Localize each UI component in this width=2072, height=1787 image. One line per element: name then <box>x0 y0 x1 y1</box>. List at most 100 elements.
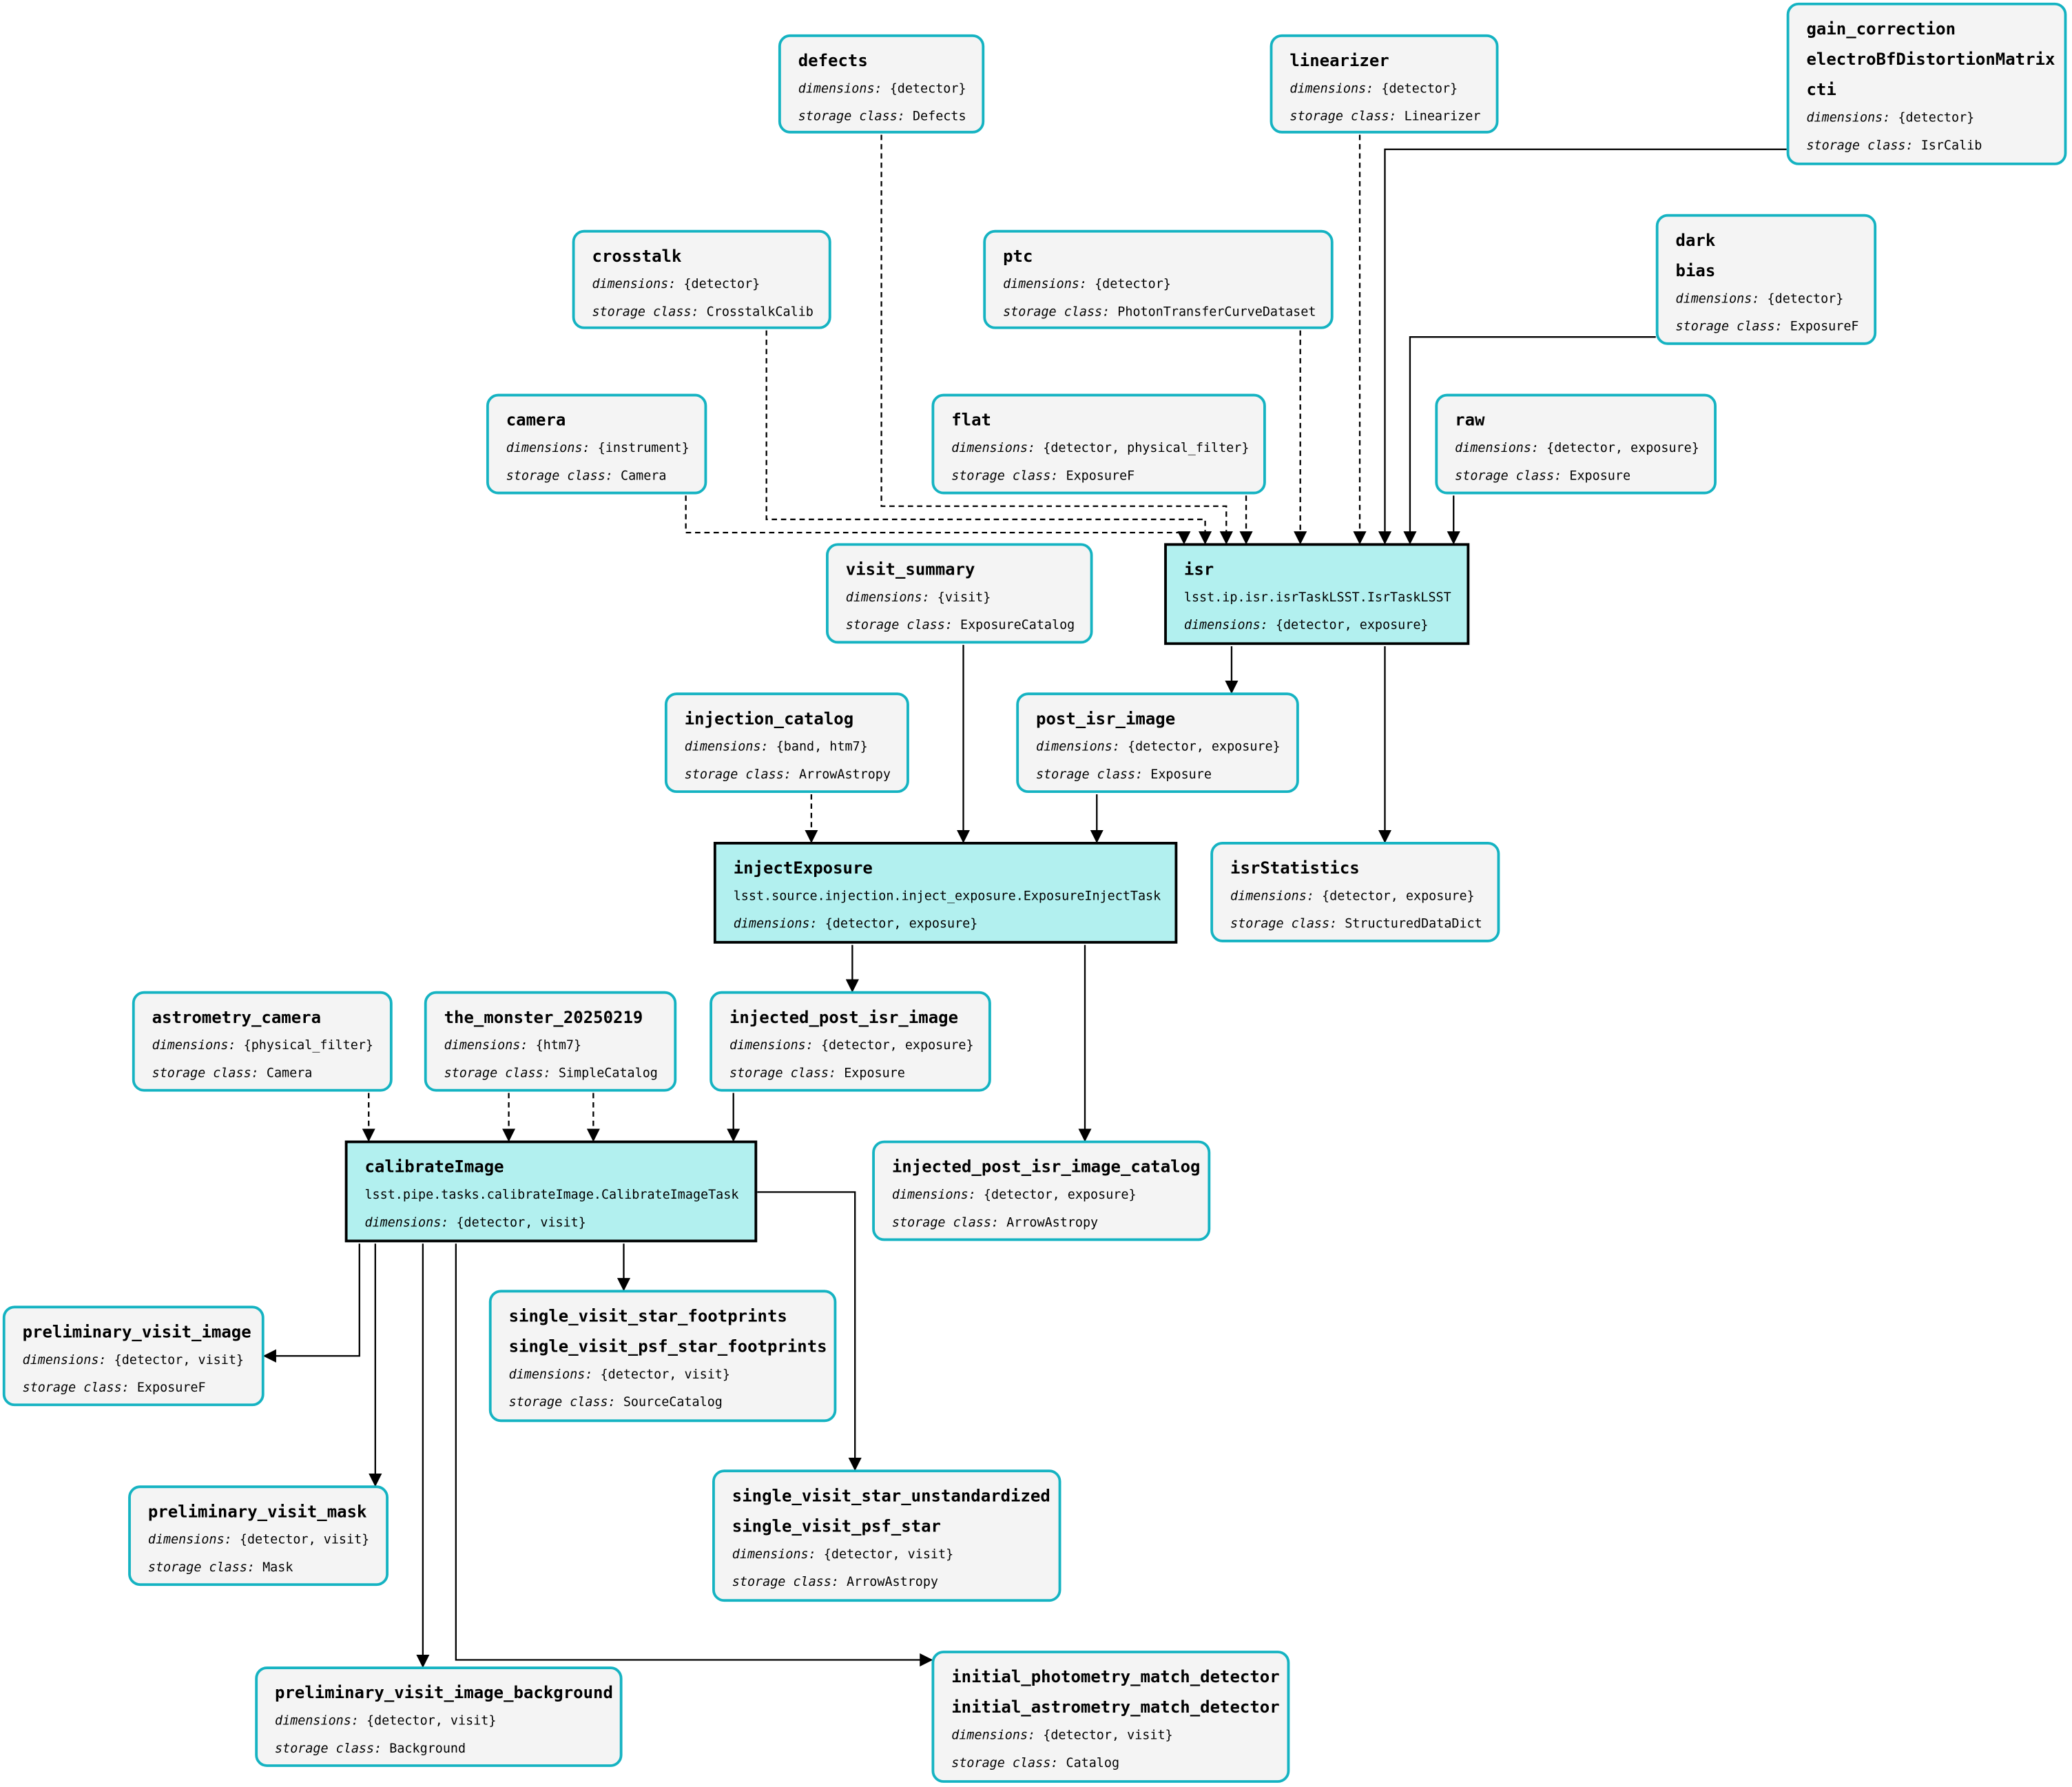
dimensions-line: dimensions: {detector, visit} <box>732 1545 1042 1572</box>
dimensions-value: {detector, exposure} <box>1275 617 1429 632</box>
dimensions-value: {detector, exposure} <box>1322 889 1475 905</box>
storage-class-line: storage class: ExposureCatalog <box>846 615 1075 642</box>
storage-class-value: Background <box>389 1741 466 1756</box>
dimensions-line: dimensions: {detector, exposure} <box>1230 887 1480 913</box>
dimensions-line: dimensions: {detector, visit} <box>509 1365 817 1392</box>
dimensions-value: {detector, exposure} <box>1546 441 1699 456</box>
storage-class-value: Catalog <box>1066 1755 1120 1770</box>
dimensions-label: dimensions: <box>147 1533 232 1548</box>
storage-class-line: storage class: ArrowAstropy <box>732 1572 1042 1599</box>
dimensions-value: {detector, visit} <box>600 1367 730 1383</box>
storage-class-value: PhotonTransferCurveDataset <box>1117 304 1316 320</box>
storage-class-value: Exposure <box>844 1066 905 1081</box>
storage-class-label: storage class: <box>444 1066 551 1081</box>
dimensions-label: dimensions: <box>506 441 590 456</box>
storage-class-line: storage class: Exposure <box>1036 765 1279 792</box>
storage-class-value: SourceCatalog <box>623 1394 723 1409</box>
storage-class-line: storage class: Linearizer <box>1289 106 1481 133</box>
node-name: crosstalk <box>592 245 682 266</box>
storage-class-value: Linearizer <box>1404 109 1481 124</box>
storage-class-label: storage class: <box>732 1574 839 1589</box>
storage-class-label: storage class: <box>506 468 613 484</box>
node-name: injected_post_isr_image <box>729 1006 959 1027</box>
dimensions-value: {visit} <box>937 590 991 606</box>
dataset-node-flat[interactable]: flat dimensions: {detector, physical_filt… <box>931 393 1266 495</box>
dimensions-line: dimensions: {detector, exposure} <box>1455 439 1699 466</box>
dimensions-label: dimensions: <box>364 1215 449 1230</box>
storage-class-value: ArrowAstropy <box>1006 1215 1099 1230</box>
dimensions-value: {detector, visit} <box>366 1714 497 1729</box>
dimensions-line: dimensions: {htm7} <box>444 1036 657 1063</box>
dimensions-label: dimensions: <box>798 81 882 97</box>
dimensions-value: {detector} <box>889 81 966 97</box>
storage-class-label: storage class: <box>1230 916 1338 931</box>
dimensions-label: dimensions: <box>684 740 769 755</box>
dimensions-line: dimensions: {detector, visit} <box>951 1726 1270 1753</box>
storage-class-value: Exposure <box>1569 468 1631 484</box>
node-name: astrometry_camera <box>152 1006 322 1027</box>
dimensions-label: dimensions: <box>729 1038 814 1053</box>
edge-gain-to-isr <box>1378 148 1787 545</box>
node-name: flat <box>951 409 992 430</box>
storage-class-value: SimpleCatalog <box>558 1066 658 1081</box>
storage-class-line: storage class: Camera <box>506 466 687 493</box>
storage-class-value: ExposureF <box>1790 319 1859 334</box>
dimensions-value: {detector, visit} <box>114 1353 245 1368</box>
storage-class-label: storage class: <box>1675 319 1783 334</box>
dimensions-label: dimensions: <box>1806 111 1891 126</box>
storage-class-label: storage class: <box>891 1215 999 1230</box>
storage-class-value: ExposureCatalog <box>960 617 1075 632</box>
dimensions-label: dimensions: <box>951 1728 1036 1744</box>
storage-class-label: storage class: <box>147 1560 256 1575</box>
dimensions-line: dimensions: {band, htm7} <box>685 737 889 764</box>
storage-class-value: ArrowAstropy <box>847 1574 939 1589</box>
node-name: post_isr_image <box>1036 708 1176 729</box>
node-name: injected_post_isr_image_catalog <box>891 1156 1201 1177</box>
dimensions-label: dimensions: <box>951 441 1036 456</box>
storage-class-value: Mask <box>262 1560 293 1575</box>
storage-class-line: storage class: ExposureF <box>951 466 1246 493</box>
dimensions-value: {detector, visit} <box>239 1533 370 1548</box>
dimensions-line: dimensions: {detector, physical_filter} <box>951 439 1249 466</box>
dimensions-label: dimensions: <box>1289 81 1374 97</box>
storage-class-label: storage class: <box>729 1066 837 1081</box>
storage-class-value: ExposureF <box>136 1380 206 1395</box>
node-name: dark <box>1675 229 1716 250</box>
node-name: ptc <box>1003 245 1033 266</box>
dimensions-value: {physical_filter} <box>243 1038 374 1053</box>
dimensions-value: {htm7} <box>535 1038 582 1053</box>
node-name: single_visit_star_footprints <box>508 1305 787 1326</box>
dimensions-label: dimensions: <box>1183 617 1268 632</box>
dimensions-label: dimensions: <box>1230 889 1314 905</box>
storage-class-line: storage class: Exposure <box>1455 466 1697 493</box>
storage-class-line: storage class: IsrCalib <box>1806 136 2047 163</box>
dimensions-value: {detector, visit} <box>456 1215 586 1230</box>
dimensions-value: {detector, exposure} <box>983 1188 1137 1203</box>
